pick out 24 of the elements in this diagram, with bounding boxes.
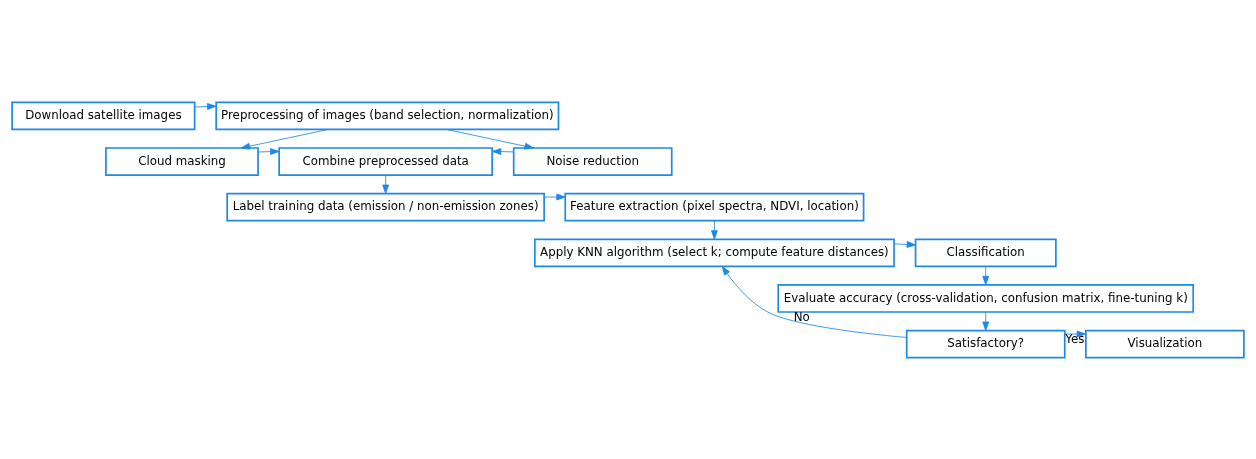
node-box: Noise reduction xyxy=(512,146,673,176)
node-box: Feature extraction (pixel spectra, NDVI, location) xyxy=(564,192,865,222)
node-box: Preprocessing of images (band selection, normalization) xyxy=(215,101,560,130)
node-box: Cloud masking xyxy=(105,146,259,176)
arrow xyxy=(711,219,718,240)
arrow xyxy=(257,147,280,155)
arrow xyxy=(543,193,566,200)
node-box: Apply KNN algorithm (select k; compute feature distances) xyxy=(533,237,895,267)
arrow xyxy=(382,174,390,194)
edge-label: Yes xyxy=(1065,331,1085,346)
arrow xyxy=(194,102,217,110)
arrow xyxy=(982,265,990,285)
node-box: Satisfactory? xyxy=(905,329,1066,358)
node-box: Evaluate accuracy (cross-validation, confusion matrix, fine-tuning k) xyxy=(777,283,1195,313)
arrow xyxy=(1064,330,1086,337)
arrow xyxy=(721,265,907,338)
node-box: Label training data (emission / non-emission zones) xyxy=(226,192,545,222)
node-box: Classification xyxy=(914,237,1057,267)
node-box: Visualization xyxy=(1085,329,1245,358)
arrow xyxy=(893,240,916,248)
node-box: Combine preprocessed data xyxy=(278,146,493,176)
arrow xyxy=(982,311,990,331)
node-box: Download satellite images xyxy=(11,101,196,130)
arrow xyxy=(492,147,514,155)
